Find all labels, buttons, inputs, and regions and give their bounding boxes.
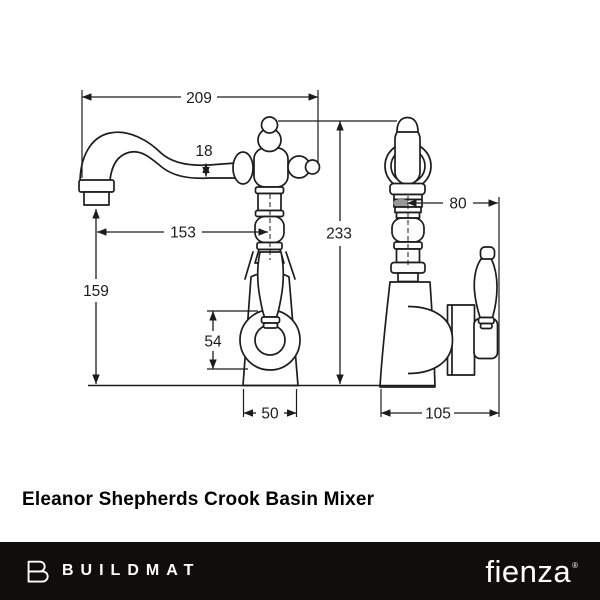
buildmat-b-icon <box>22 558 52 585</box>
front-view <box>78 116 321 387</box>
side-view <box>379 116 499 388</box>
dimension-lines: 209 18 153 159 233 54 50 <box>81 90 500 423</box>
lever-handle-front <box>256 251 285 318</box>
dim-label-153: 153 <box>170 225 196 242</box>
dim-label-50: 50 <box>261 406 279 423</box>
fienza-logo: fienza® <box>485 556 578 587</box>
dim-label-18: 18 <box>195 143 212 160</box>
lever-handle-side <box>473 258 498 319</box>
buildmat-wordmark: BUILDMAT <box>62 562 201 579</box>
spout-nozzle <box>83 191 110 206</box>
dim-label-159: 159 <box>83 283 109 300</box>
product-title: Eleanor Shepherds Crook Basin Mixer <box>22 489 375 510</box>
dim-label-233: 233 <box>326 226 352 243</box>
buildmat-logo: BUILDMAT <box>22 558 200 585</box>
dim-label-54: 54 <box>204 334 222 351</box>
dim-label-105: 105 <box>425 406 451 423</box>
dim-label-209: 209 <box>186 90 212 107</box>
aerator-shade <box>393 199 409 207</box>
fienza-wordmark: fienza <box>485 553 572 589</box>
registered-mark: ® <box>572 560 578 570</box>
dim-label-80: 80 <box>449 196 467 213</box>
spout-outlet-flange <box>78 179 115 193</box>
technical-drawing: 209 18 153 159 233 54 50 <box>78 90 500 423</box>
footer-bar: BUILDMAT fienza® <box>0 542 600 600</box>
